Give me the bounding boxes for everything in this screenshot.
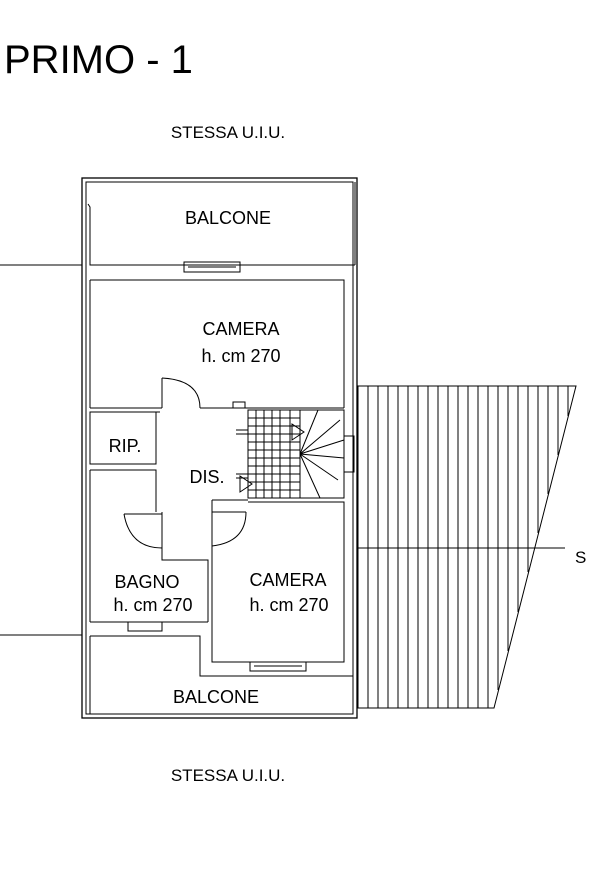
bottom-balcony — [89, 635, 353, 714]
label-bagno: BAGNO — [114, 572, 179, 592]
top-note: STESSA U.I.U. — [171, 123, 285, 142]
label-dis: DIS. — [189, 467, 224, 487]
label-balcone-bottom: BALCONE — [173, 687, 259, 707]
camera-bottom-walls — [211, 501, 345, 672]
door-camera-bottom — [211, 499, 248, 547]
stairs — [236, 409, 355, 499]
camera-top-walls — [89, 279, 345, 409]
label-camera-top-height: h. cm 270 — [201, 346, 280, 366]
roof-hatch — [357, 385, 577, 709]
floor-title: PRIMO - 1 — [4, 38, 193, 82]
door-camera-top — [161, 377, 201, 409]
bagno-walls — [89, 469, 209, 632]
label-camera-bottom-height: h. cm 270 — [249, 595, 328, 615]
top-balcony — [87, 182, 356, 273]
door-bagno — [123, 513, 163, 552]
label-camera-bottom: CAMERA — [249, 570, 326, 590]
outer-walls — [81, 177, 358, 719]
label-camera-top: CAMERA — [202, 319, 279, 339]
label-rip: RIP. — [109, 436, 142, 456]
rip-walls — [89, 411, 160, 465]
label-balcone-top: BALCONE — [185, 208, 271, 228]
label-bagno-height: h. cm 270 — [113, 595, 192, 615]
bottom-note: STESSA U.I.U. — [171, 766, 285, 785]
edge-text: S — [575, 548, 586, 567]
